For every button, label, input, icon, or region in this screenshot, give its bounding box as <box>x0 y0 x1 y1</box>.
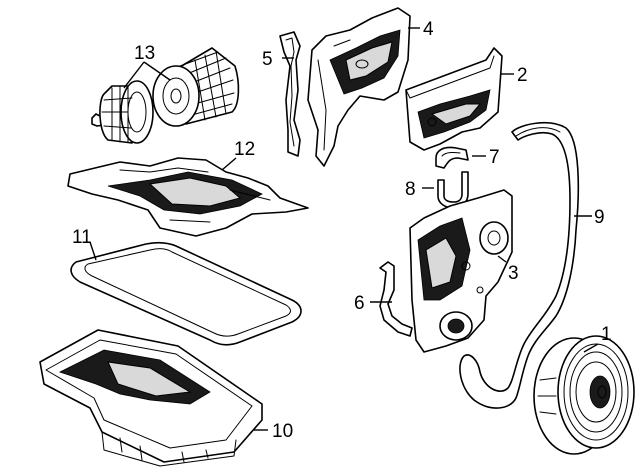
timing-belt <box>459 121 580 409</box>
seal-grommet <box>435 146 469 169</box>
leader-lines <box>89 27 599 431</box>
oil-pan-gasket <box>70 241 302 346</box>
upper-timing-cover-front <box>405 47 503 151</box>
upper-timing-cover-rear <box>307 7 411 167</box>
lower-timing-cover <box>409 189 513 353</box>
callout-9: 9 <box>594 207 605 228</box>
oil-filter-adapter <box>91 80 154 144</box>
callout-3: 3 <box>508 263 519 284</box>
oil-filter <box>152 47 240 127</box>
callout-5: 5 <box>262 49 273 70</box>
callout-10: 10 <box>272 421 293 442</box>
callout-1: 1 <box>601 324 612 345</box>
callout-4: 4 <box>423 19 434 40</box>
timing-cover-gasket-lower <box>379 261 413 337</box>
callout-12: 12 <box>234 139 255 160</box>
callout-2: 2 <box>517 65 528 86</box>
oil-filter-assembly <box>91 47 240 144</box>
engine-splash-shield <box>67 157 309 237</box>
oil-pan <box>39 329 263 467</box>
callout-6: 6 <box>354 293 365 314</box>
callout-7: 7 <box>489 147 500 168</box>
callout-13: 13 <box>134 43 155 64</box>
callout-labels: 1 2 3 4 5 6 7 8 9 10 11 12 13 <box>72 19 612 442</box>
crankshaft-pulley <box>533 335 635 455</box>
callout-11: 11 <box>72 227 92 248</box>
timing-cover-gasket-upper <box>279 31 301 157</box>
callout-8: 8 <box>405 179 416 200</box>
